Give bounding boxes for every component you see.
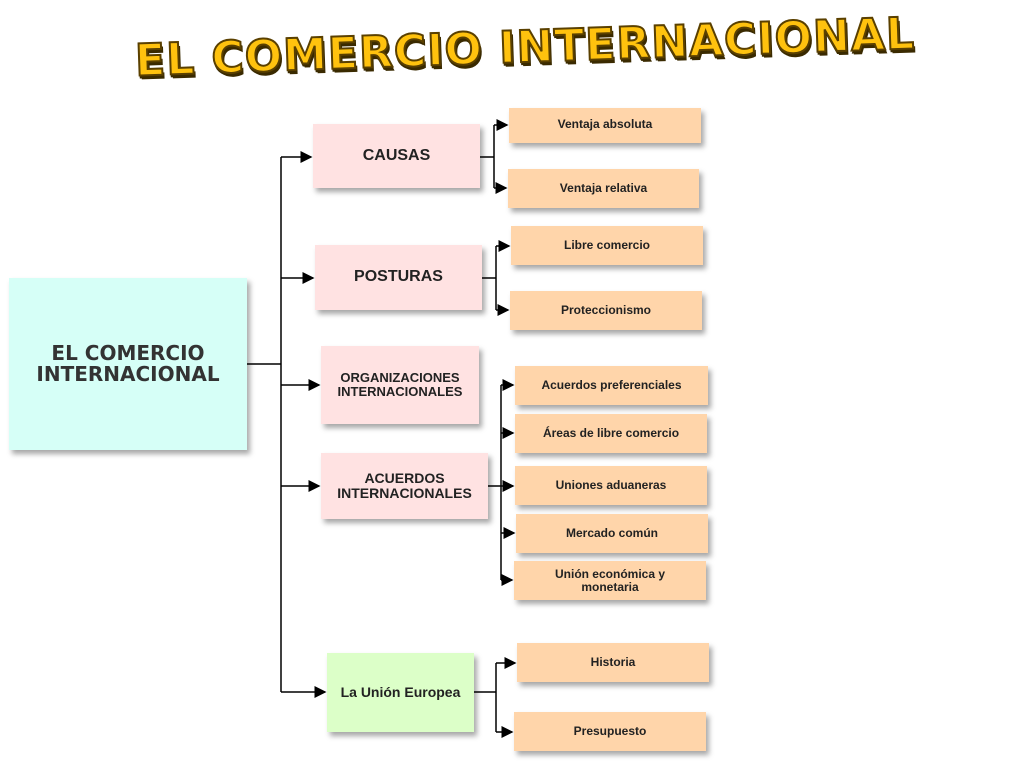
leaf-acuerdos-preferenciales[interactable]: Acuerdos preferenciales xyxy=(515,366,708,405)
root-node[interactable]: EL COMERCIO INTERNACIONAL xyxy=(9,278,247,450)
leaf-mercado-comun[interactable]: Mercado común xyxy=(516,514,708,553)
leaf-union-economica[interactable]: Unión económica y monetaria xyxy=(514,561,706,600)
leaf-libre-comercio[interactable]: Libre comercio xyxy=(511,226,703,265)
leaf-label: Ventaja absoluta xyxy=(557,117,653,131)
leaf-areas-libre-comercio[interactable]: Áreas de libre comercio xyxy=(515,414,707,453)
node-causas[interactable]: CAUSAS xyxy=(313,124,480,188)
node-acuerdos[interactable]: ACUERDOS INTERNACIONALES xyxy=(321,453,488,519)
leaf-ventaja-absoluta[interactable]: Ventaja absoluta xyxy=(509,108,701,143)
node-organizaciones[interactable]: ORGANIZACIONES INTERNACIONALES xyxy=(321,346,479,424)
node-union-europea[interactable]: La Unión Europea xyxy=(327,653,474,732)
leaf-historia[interactable]: Historia xyxy=(517,643,709,682)
leaf-presupuesto[interactable]: Presupuesto xyxy=(514,712,706,751)
leaf-ventaja-relativa[interactable]: Ventaja relativa xyxy=(508,169,699,208)
node-posturas[interactable]: POSTURAS xyxy=(315,245,482,310)
leaf-uniones-aduaneras[interactable]: Uniones aduaneras xyxy=(515,466,707,505)
leaf-proteccionismo[interactable]: Proteccionismo xyxy=(510,291,702,330)
